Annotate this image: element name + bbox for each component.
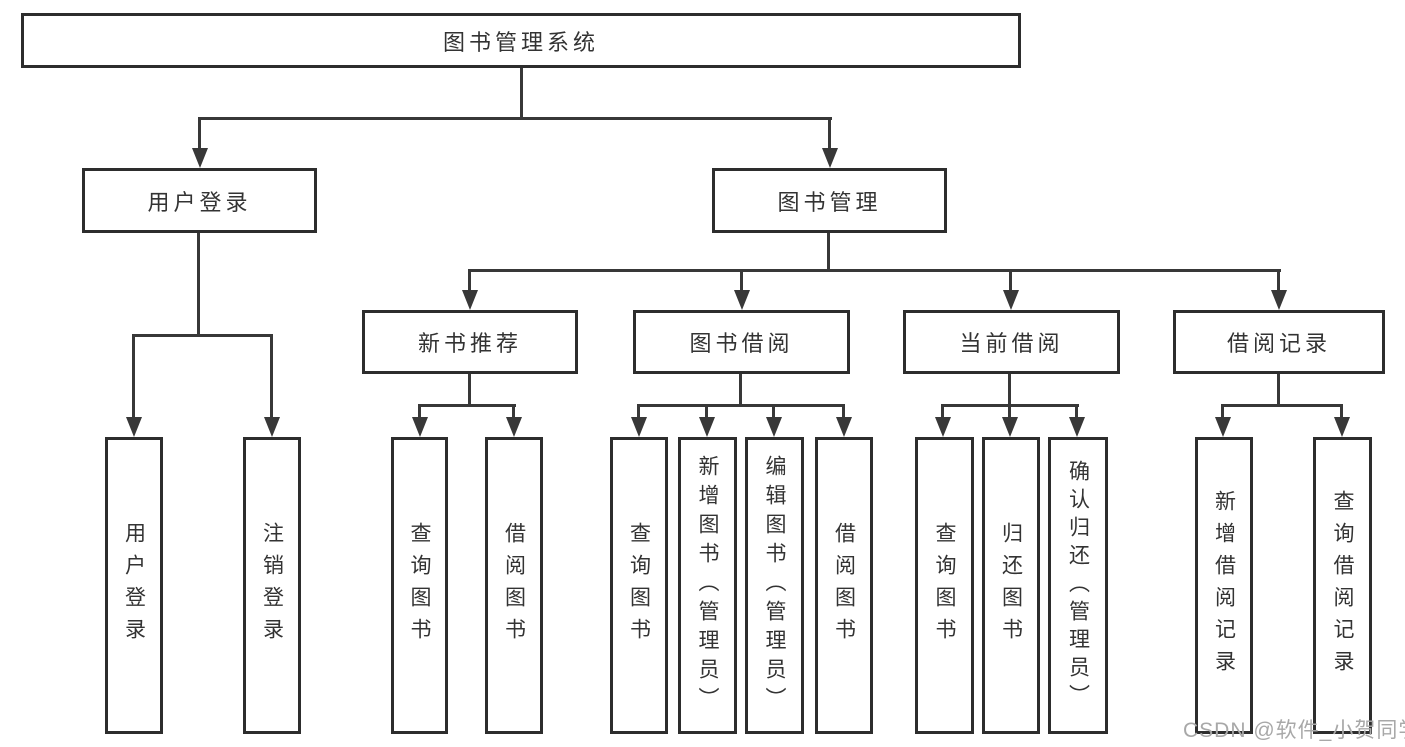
leaf-query-book-3-label: 查询图书 [933, 521, 956, 650]
arrowhead-down-icon [506, 417, 522, 437]
connector-line [637, 404, 845, 407]
leaf-add-borrow-record-label: 新增借阅记录 [1212, 489, 1236, 682]
connector-line [941, 404, 944, 419]
node-user-login: 用户登录 [82, 168, 317, 233]
connector-line [132, 334, 135, 419]
leaf-borrow-book-1: 借阅图书 [485, 437, 543, 734]
leaf-edit-book-admin: 编辑图书（管理员） [745, 437, 804, 734]
csdn-watermark: CSDN @软件_小贺同学 [1183, 719, 1405, 742]
leaf-query-book-1: 查询图书 [391, 437, 448, 734]
arrowhead-down-icon [1069, 417, 1085, 437]
arrowhead-down-icon [126, 417, 142, 437]
connector-line [198, 117, 832, 120]
arrowhead-down-icon [1334, 417, 1350, 437]
arrowhead-down-icon [192, 148, 208, 168]
connector-line [772, 404, 775, 419]
connector-line [197, 233, 200, 337]
leaf-add-book-admin: 新增图书（管理员） [678, 437, 737, 734]
node-book-management: 图书管理 [712, 168, 947, 233]
arrowhead-down-icon [631, 417, 647, 437]
node-book-management-label: 图书管理 [777, 189, 882, 215]
arrowhead-down-icon [1215, 417, 1231, 437]
leaf-query-borrow-record-label: 查询借阅记录 [1331, 489, 1354, 682]
leaf-logout-label: 注销登录 [260, 521, 284, 650]
leaf-query-book-2-label: 查询图书 [627, 521, 651, 650]
node-borrow-records-label: 借阅记录 [1226, 331, 1331, 356]
connector-line [270, 334, 273, 419]
leaf-return-book: 归还图书 [982, 437, 1040, 734]
arrowhead-down-icon [412, 417, 428, 437]
connector-line [1221, 404, 1224, 419]
node-book-borrowing: 图书借阅 [633, 310, 850, 374]
leaf-edit-book-admin-label: 编辑图书（管理员） [763, 455, 786, 716]
arrowhead-down-icon [836, 417, 852, 437]
arrowhead-down-icon [462, 290, 478, 310]
leaf-logout: 注销登录 [243, 437, 301, 734]
connector-line [1008, 374, 1011, 407]
connector-line [637, 404, 640, 419]
arrowhead-down-icon [766, 417, 782, 437]
connector-line [1008, 404, 1011, 419]
leaf-user-login-label: 用户登录 [122, 521, 146, 650]
connector-line [1340, 404, 1343, 419]
leaf-user-login: 用户登录 [105, 437, 163, 734]
connector-line [842, 404, 845, 419]
node-current-borrowing-label: 当前借阅 [959, 331, 1064, 356]
leaf-add-borrow-record: 新增借阅记录 [1195, 437, 1253, 734]
leaf-borrow-book-2: 借阅图书 [815, 437, 873, 734]
arrowhead-down-icon [699, 417, 715, 437]
connector-line [1075, 404, 1078, 419]
arrowhead-down-icon [1002, 417, 1018, 437]
connector-line [1277, 269, 1280, 292]
connector-line [1221, 404, 1343, 407]
connector-line [198, 117, 201, 150]
connector-line [512, 404, 515, 419]
arrowhead-down-icon [1003, 290, 1019, 310]
arrowhead-down-icon [734, 290, 750, 310]
node-borrow-records: 借阅记录 [1173, 310, 1385, 374]
connector-line [132, 334, 273, 337]
leaf-return-book-label: 归还图书 [999, 521, 1023, 650]
node-root-label: 图书管理系统 [442, 29, 599, 55]
connector-line [1009, 269, 1012, 292]
leaf-confirm-return-admin-label: 确认归还（管理员） [1066, 459, 1090, 712]
leaf-query-borrow-record: 查询借阅记录 [1313, 437, 1372, 734]
connector-line [740, 269, 743, 292]
node-new-book-recommend-label: 新书推荐 [417, 331, 522, 356]
node-root: 图书管理系统 [21, 13, 1021, 68]
node-book-borrowing-label: 图书借阅 [689, 331, 794, 356]
leaf-borrow-book-1-label: 借阅图书 [502, 521, 526, 650]
node-new-book-recommend: 新书推荐 [362, 310, 578, 374]
arrowhead-down-icon [264, 417, 280, 437]
connector-line [828, 117, 831, 150]
leaf-add-book-admin-label: 新增图书（管理员） [696, 455, 719, 716]
connector-line [468, 374, 471, 407]
leaf-confirm-return-admin: 确认归还（管理员） [1048, 437, 1108, 734]
arrowhead-down-icon [822, 148, 838, 168]
node-user-login-label: 用户登录 [147, 189, 252, 215]
leaf-query-book-2: 查询图书 [610, 437, 668, 734]
connector-line [468, 269, 471, 292]
arrowhead-down-icon [935, 417, 951, 437]
leaf-query-book-3: 查询图书 [915, 437, 974, 734]
node-current-borrowing: 当前借阅 [903, 310, 1120, 374]
connector-line [739, 374, 742, 407]
connector-line [468, 269, 1281, 272]
connector-line [705, 404, 708, 419]
connector-line [520, 68, 523, 119]
leaf-query-book-1-label: 查询图书 [408, 521, 431, 650]
connector-line [1277, 374, 1280, 407]
connector-line [827, 233, 830, 272]
leaf-borrow-book-2-label: 借阅图书 [832, 521, 856, 650]
arrowhead-down-icon [1271, 290, 1287, 310]
connector-line [418, 404, 421, 419]
connector-line [418, 404, 516, 407]
